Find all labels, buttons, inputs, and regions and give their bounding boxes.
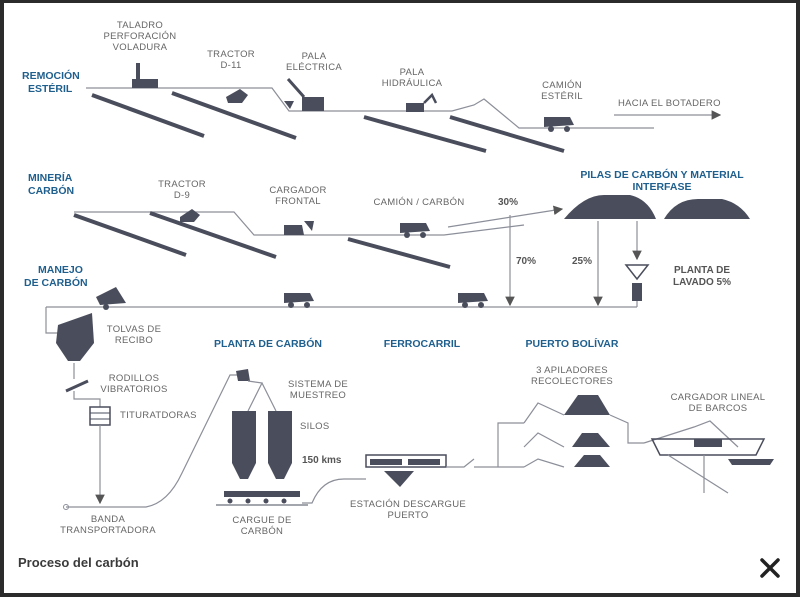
label-cargador-lineal-2: DE BARCOS — [689, 403, 748, 414]
ship-loader-icon — [643, 420, 774, 494]
label-camion-carbon: CAMIÓN / CARBÓN — [373, 197, 464, 208]
label-tolvas-2: RECIBO — [115, 335, 153, 346]
section-manejo-line2: DE CARBÓN — [24, 276, 88, 289]
stacker-reclaimer-icon-3 — [523, 455, 610, 468]
vibrating-rollers-icon — [65, 379, 89, 393]
coal-process-diagram: REMOCIÓN ESTÉRIL TALADRO PERFORACIÓN VOL… — [22, 20, 774, 537]
row2-ground-line — [74, 211, 525, 236]
section-remocion-line2: ESTÉRIL — [28, 82, 73, 95]
stacker-to-shiploader — [609, 414, 644, 444]
haul-truck-icon-1 — [96, 287, 126, 310]
section-planta-carbon: PLANTA DE CARBÓN — [214, 337, 322, 350]
label-estacion-1: ESTACIÓN DESCARGUE — [350, 499, 466, 510]
label-tolvas-1: TOLVAS DE — [107, 324, 161, 335]
section-puerto-bolivar: PUERTO BOLÍVAR — [526, 337, 619, 350]
silos-icon — [232, 411, 292, 479]
haul-truck-icon-2 — [284, 293, 314, 308]
tractor-d11-icon — [226, 89, 248, 103]
label-pala-electrica-1: PALA — [302, 51, 327, 62]
arrow-to-stockpile — [447, 205, 564, 228]
label-pala-hidraulica-1: PALA — [400, 67, 425, 78]
section-manejo-line1: MANEJO — [38, 264, 83, 276]
drill-icon — [132, 63, 158, 88]
label-botadero: HACIA EL BOTADERO — [618, 98, 721, 109]
sampling-system-icon — [236, 369, 277, 412]
pct-25: 25% — [572, 256, 592, 267]
port-conveyor-split — [474, 422, 524, 468]
label-muestreo-2: MUESTREO — [290, 390, 346, 401]
label-camion-esteril-1: CAMIÓN — [542, 80, 582, 91]
port-unloading-station-icon — [365, 454, 475, 487]
label-rodillos-2: VIBRATORIOS — [100, 384, 167, 395]
close-button[interactable] — [758, 556, 782, 580]
section-ferrocarril: FERROCARRIL — [384, 338, 461, 350]
train-loading-icon — [216, 491, 308, 506]
label-silos: SILOS — [300, 421, 330, 432]
haul-truck-icon-3 — [458, 293, 488, 308]
label-tractor-d9-2: D-9 — [174, 190, 190, 201]
feed-line — [45, 307, 62, 334]
label-cargador-frontal-2: FRONTAL — [275, 196, 321, 207]
close-icon — [760, 558, 780, 578]
row1-bench-1 — [91, 93, 205, 138]
label-trituradoras: TITURATDORAS — [120, 410, 197, 421]
front-loader-icon — [284, 221, 314, 235]
coal-truck-icon — [400, 223, 430, 238]
pct-70: 70% — [516, 256, 536, 267]
label-lavado-2: LAVADO 5% — [673, 277, 731, 288]
row2-bench-1 — [73, 213, 187, 257]
row2-bench-2 — [149, 211, 277, 259]
label-lavado-1: PLANTA DE — [674, 265, 730, 276]
railway-line — [302, 478, 366, 504]
row1-bench-2 — [171, 91, 297, 140]
label-cargador-lineal-1: CARGADOR LINEAL — [671, 392, 766, 403]
label-cargador-frontal-1: CARGADOR — [269, 185, 326, 196]
waste-truck-icon — [544, 117, 574, 132]
section-remocion-line1: REMOCIÓN — [22, 69, 80, 82]
label-apiladores-1: 3 APILADORES — [536, 365, 608, 376]
label-pala-hidraulica-2: HIDRÁULICA — [382, 78, 443, 89]
conveyor-belt — [66, 374, 240, 508]
image-modal: REMOCIÓN ESTÉRIL TALADRO PERFORACIÓN VOL… — [4, 3, 796, 593]
tractor-d9-icon — [180, 209, 200, 222]
stacker-reclaimer-icon-2 — [523, 432, 610, 448]
hydraulic-shovel-icon — [406, 92, 438, 112]
row1-bench-4 — [449, 115, 565, 153]
label-muestreo-1: SISTEMA DE — [288, 379, 348, 390]
label-camion-esteril-2: ESTÉRIL — [541, 91, 583, 102]
label-estacion-2: PUERTO — [387, 510, 428, 521]
label-banda-2: TRANSPORTADORA — [60, 525, 156, 536]
pct-30: 30% — [498, 197, 518, 208]
label-apiladores-2: RECOLECTORES — [531, 376, 613, 387]
coal-stockpiles — [564, 195, 750, 219]
section-mineria-line1: MINERÍA — [28, 171, 73, 184]
row1-bench-3 — [363, 115, 487, 153]
label-cargue-1: CARGUE DE — [232, 515, 291, 526]
roller-to-crusher — [73, 391, 101, 407]
label-tractor-d11-1: TRACTOR — [207, 49, 255, 60]
label-tractor-d9-1: TRACTOR — [158, 179, 206, 190]
row2-bench-3 — [347, 237, 451, 269]
label-rodillos-1: RODILLOS — [109, 373, 159, 384]
label-distance: 150 kms — [302, 455, 342, 466]
label-taladro-1: TALADRO — [117, 20, 163, 31]
electric-shovel-icon — [284, 78, 324, 111]
label-tractor-d11-2: D-11 — [220, 60, 241, 71]
section-pilas-line2: INTERFASE — [633, 181, 692, 193]
stacker-reclaimer-icon-1 — [523, 395, 610, 424]
label-pala-electrica-2: ELÉCTRICA — [286, 62, 342, 73]
section-pilas-line1: PILAS DE CARBÓN Y MATERIAL — [580, 168, 744, 181]
receiving-hopper-icon — [56, 313, 94, 361]
belt-end-node — [63, 504, 69, 510]
label-banda-1: BANDA — [91, 514, 126, 525]
section-mineria-line2: CARBÓN — [28, 184, 74, 197]
modal-caption: Proceso del carbón — [18, 555, 139, 570]
label-cargue-2: CARBÓN — [241, 526, 283, 537]
label-taladro-2: PERFORACIÓN — [104, 31, 177, 42]
crusher-icon — [89, 406, 111, 426]
label-taladro-3: VOLADURA — [113, 42, 168, 53]
washing-plant-icon — [624, 264, 650, 301]
row1-ground-line — [86, 87, 654, 129]
